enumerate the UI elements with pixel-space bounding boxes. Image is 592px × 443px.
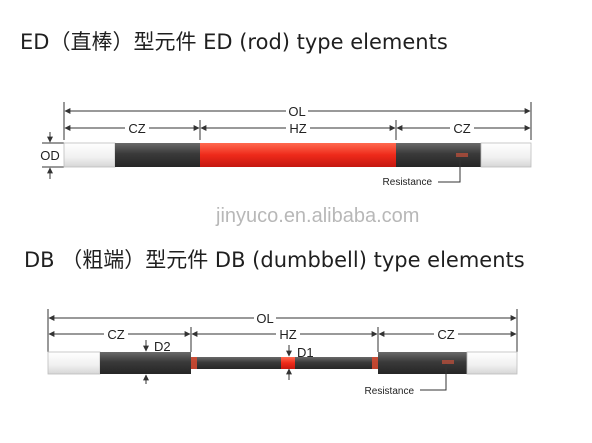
ed-hot-zone — [200, 143, 396, 167]
db-ol-label: OL — [256, 311, 273, 326]
ed-od-label: OD — [40, 148, 60, 163]
watermark: jinyuco.en.alibaba.com — [216, 205, 420, 227]
db-right-cold-zone — [378, 352, 467, 374]
db-resistance-label: Resistance — [365, 386, 415, 397]
db-left-terminal — [47, 351, 101, 375]
db-left-cold-zone — [100, 352, 191, 374]
ed-right-cold-zone — [396, 143, 481, 167]
ed-right-terminal — [480, 142, 532, 168]
db-title: DB （粗端）型元件 DB (dumbbell) type elements — [24, 248, 525, 272]
ed-ol-label: OL — [288, 104, 305, 119]
ed-resistance-marking — [456, 153, 468, 157]
ed-left-terminal — [63, 142, 116, 168]
db-right-terminal — [466, 351, 518, 375]
db-d1-label: D1 — [297, 345, 314, 360]
ed-resistance-label: Resistance — [383, 177, 433, 188]
db-diagram: OL CZ HZ CZ D2 D1 Re — [47, 309, 518, 397]
ed-hz-label: HZ — [289, 121, 306, 136]
db-d2-label: D2 — [154, 339, 171, 354]
ed-left-cold-zone — [115, 143, 200, 167]
db-resistance-marking — [442, 360, 454, 364]
db-hot-spot — [281, 357, 295, 369]
ed-cz-right-label: CZ — [453, 121, 470, 136]
ed-diagram: OL CZ HZ CZ OD Resistance — [38, 102, 532, 188]
ed-cz-left-label: CZ — [128, 121, 145, 136]
db-cz-left-label: CZ — [107, 327, 124, 342]
ed-title: ED（直棒）型元件 ED (rod) type elements — [20, 30, 448, 54]
db-hz-label: HZ — [279, 327, 296, 342]
db-cz-right-label: CZ — [437, 327, 454, 342]
